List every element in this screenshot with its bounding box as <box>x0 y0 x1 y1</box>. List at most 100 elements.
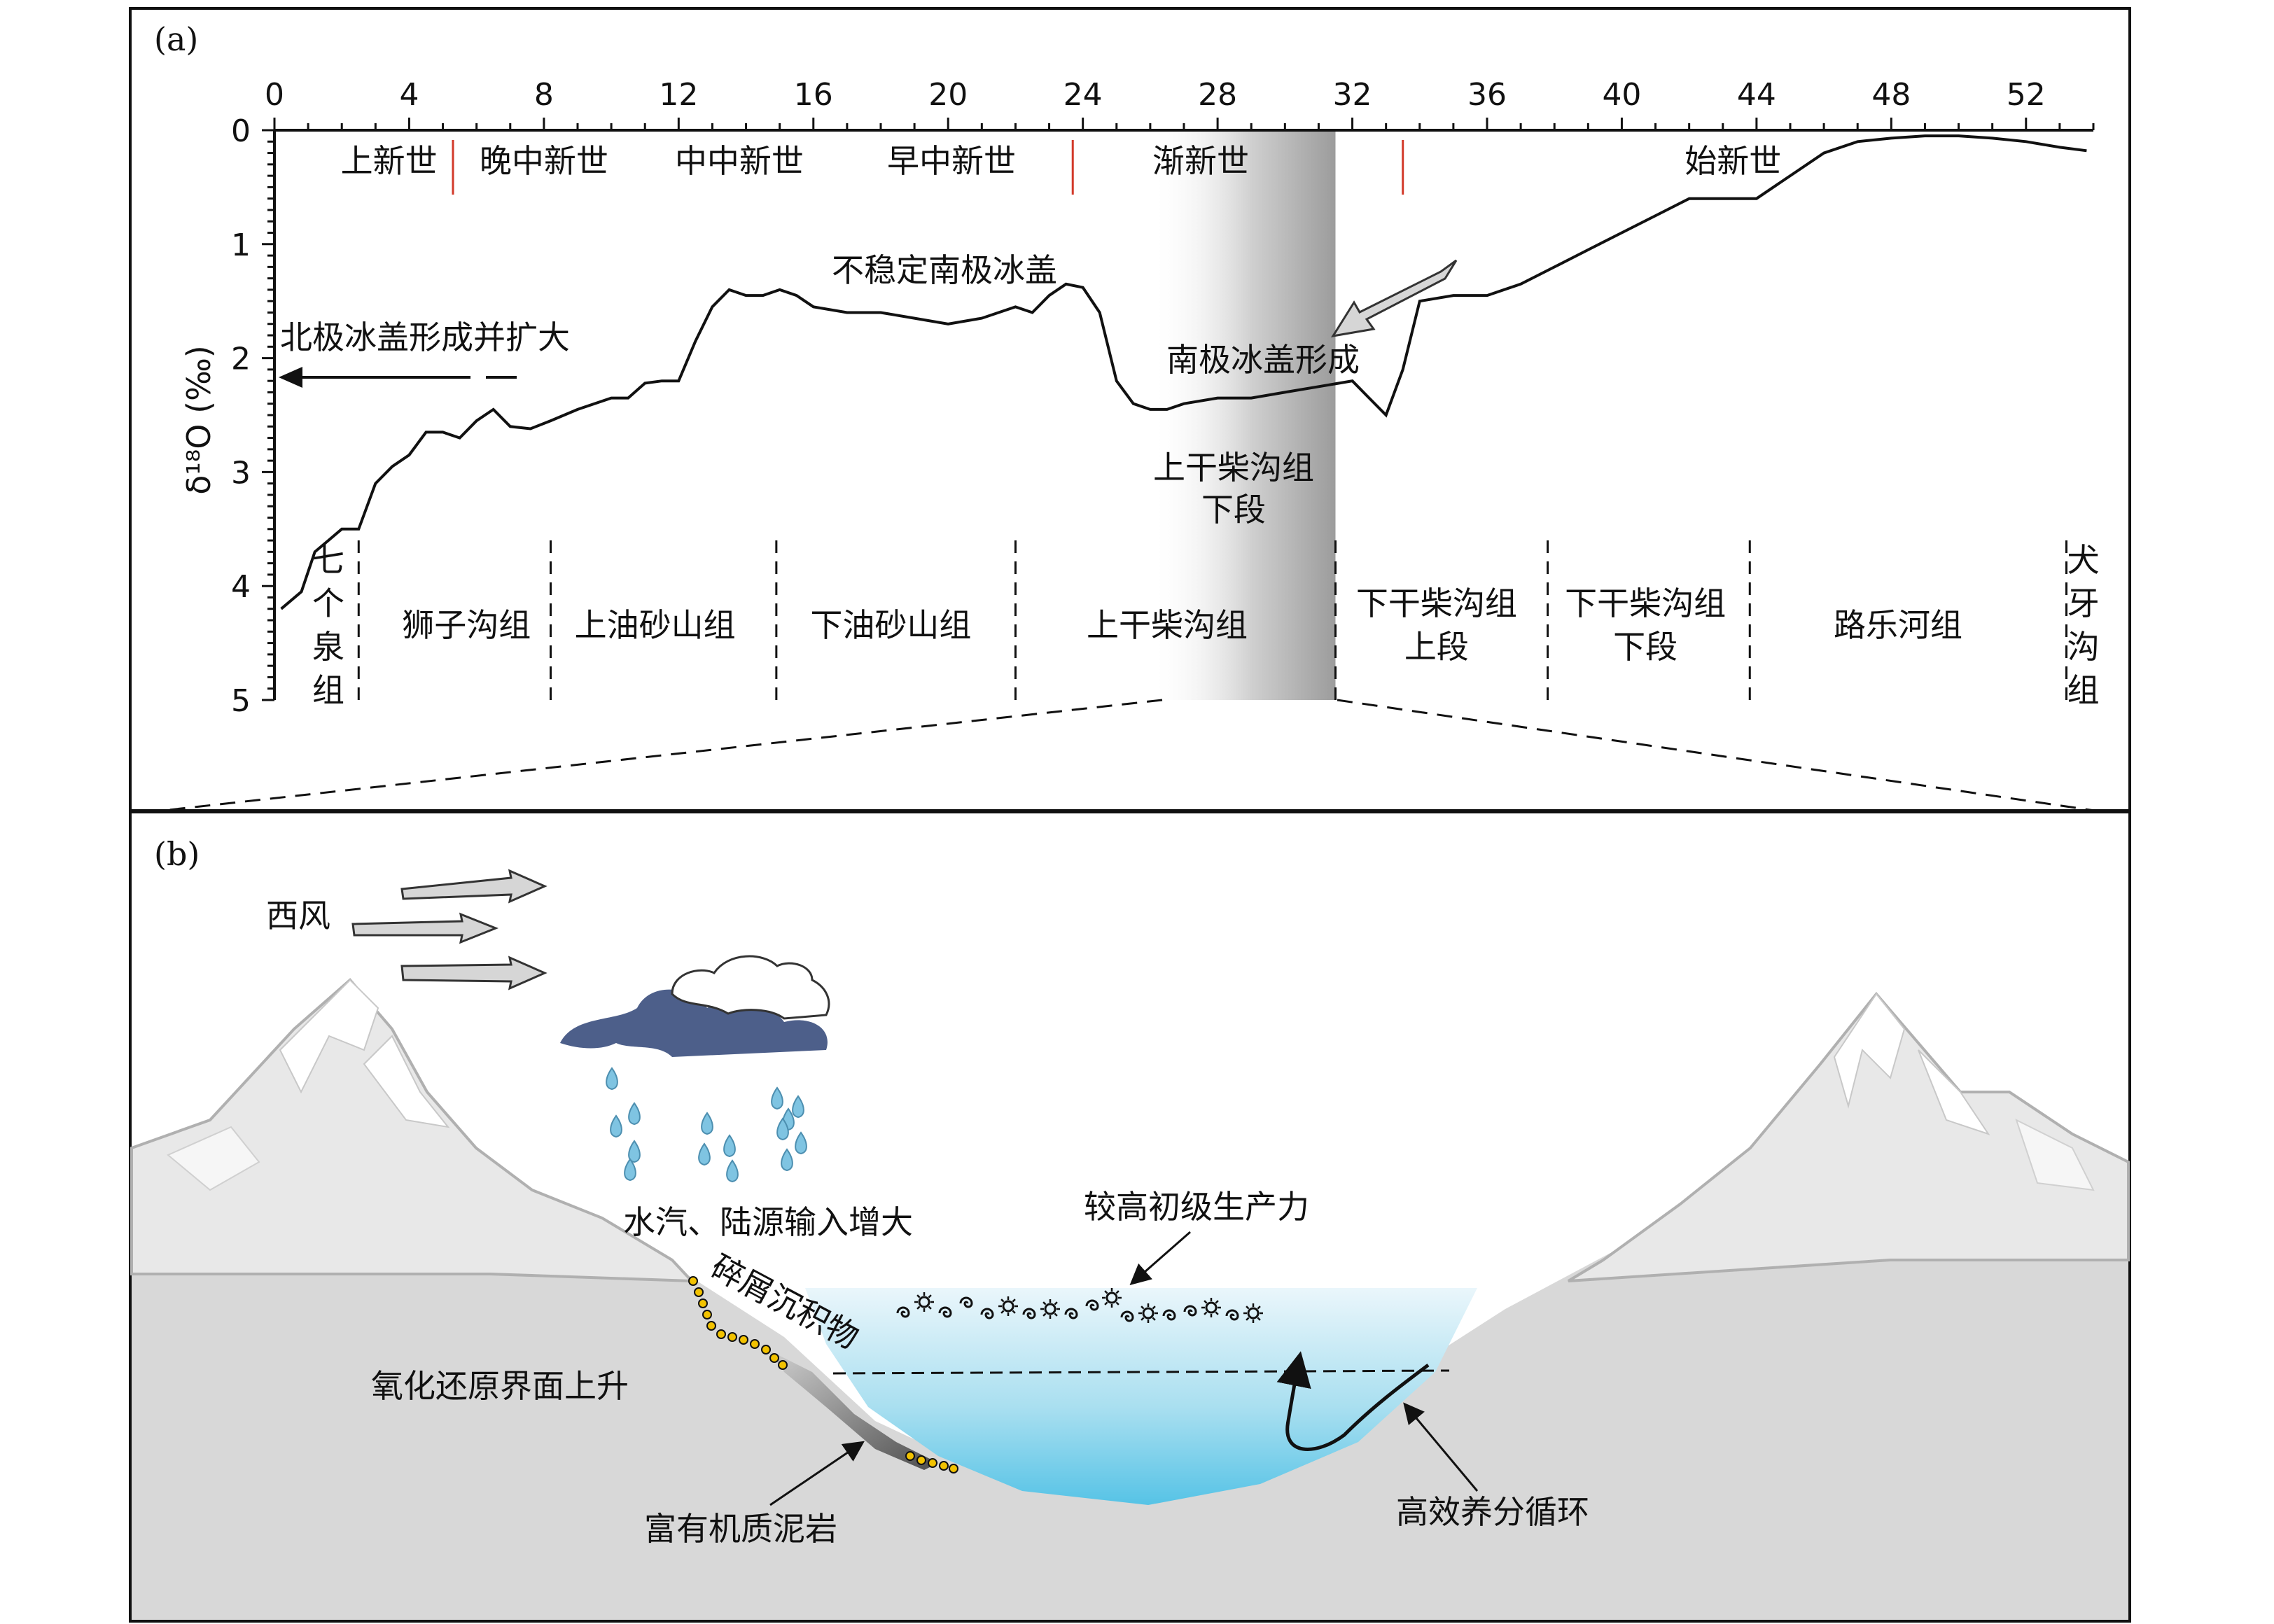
sediment-dot <box>698 1298 708 1308</box>
x-tick-label: 44 <box>1737 77 1776 113</box>
plankton-ray <box>1042 1301 1047 1306</box>
y-tick-label: 5 <box>231 683 251 719</box>
plankton-sun-icon <box>918 1296 930 1308</box>
sediment-dot <box>905 1451 915 1461</box>
plankton-spiral-icon <box>896 1306 910 1318</box>
plankton-ray <box>1054 1301 1058 1306</box>
raindrop-icon <box>792 1095 804 1119</box>
plankton-spiral-icon <box>938 1306 952 1318</box>
raindrop-icon <box>781 1148 793 1172</box>
plankton-sun-icon <box>1002 1300 1014 1312</box>
y-tick-label: 2 <box>231 342 251 377</box>
clastic-dots <box>688 1276 958 1474</box>
raindrop-icon <box>624 1158 636 1182</box>
plankton-ray <box>1152 1317 1156 1321</box>
epoch-boundary-lines <box>452 140 1404 195</box>
formation-label: 下干柴沟组 <box>1565 584 1726 622</box>
productivity-arrow <box>1129 1231 1191 1285</box>
left-mountains <box>130 978 695 1283</box>
plankton-sun-icon <box>1205 1301 1218 1314</box>
ground <box>132 1246 2128 1620</box>
plankton-spiral-icon <box>1183 1305 1197 1317</box>
x-tick-label: 12 <box>659 77 698 113</box>
y-tick-label: 1 <box>231 227 251 263</box>
x-tick-label: 40 <box>1602 77 1641 113</box>
sediment-dot <box>739 1335 748 1345</box>
sediment-dot <box>939 1461 949 1471</box>
formation-label: 下油砂山组 <box>810 606 971 644</box>
nutrient-cycle-arrow <box>1276 1351 1430 1451</box>
epoch-label: 早中新世 <box>887 142 1016 180</box>
plankton-ray <box>928 1294 932 1298</box>
raindrop-icon <box>698 1142 711 1166</box>
formation-label: 牙 <box>2067 584 2100 622</box>
y-tick-label: 4 <box>231 569 251 605</box>
raindrop-icon <box>795 1131 807 1155</box>
sediment-dot <box>727 1332 737 1342</box>
panel-b-label: (b) <box>154 835 200 873</box>
y-tick-label: 3 <box>231 455 251 491</box>
formation-label: 上油砂山组 <box>575 606 736 644</box>
plankton-ray <box>1215 1300 1219 1304</box>
grey-band <box>1150 130 1336 700</box>
arctic-arrow <box>279 367 517 388</box>
plankton-icons <box>896 1288 1263 1323</box>
y-tick-label: 0 <box>231 113 251 149</box>
x-tick-label: 32 <box>1333 77 1372 113</box>
sediment-dot <box>778 1360 788 1370</box>
antarctic-arrow <box>1330 259 1458 338</box>
formation-label: 泉 <box>312 628 344 666</box>
plankton-ray <box>1012 1298 1016 1303</box>
isotope-curve <box>280 134 2087 610</box>
x-tick-label: 0 <box>265 77 284 113</box>
formation-label: 七 <box>312 541 344 579</box>
raindrop-icon <box>610 1114 622 1138</box>
plankton-sun-icon <box>1247 1307 1260 1320</box>
raindrop-icon <box>723 1134 736 1158</box>
plankton-ray <box>1054 1312 1058 1317</box>
plankton-ray <box>1246 1317 1250 1321</box>
sediment-dot <box>706 1321 716 1331</box>
panel-a-frame <box>129 7 2131 812</box>
plankton-ray <box>1141 1306 1145 1310</box>
plankton-ray <box>1141 1317 1145 1321</box>
mudstone-layer <box>770 1351 938 1470</box>
epoch-label: 中中新世 <box>675 142 804 180</box>
sediment-dot <box>928 1458 937 1468</box>
plankton-sun-icon <box>1044 1303 1056 1315</box>
panel-a-label: (a) <box>154 20 198 58</box>
formation-label: 下干柴沟组 <box>1356 584 1517 622</box>
plankton-ray <box>1104 1290 1108 1294</box>
x-tick-label: 36 <box>1467 77 1507 113</box>
plankton-ray <box>916 1306 921 1310</box>
raindrop-icon <box>628 1102 641 1126</box>
formation-boundary-lines <box>357 540 2068 700</box>
plankton-ray <box>928 1306 932 1310</box>
plankton-ray <box>1215 1311 1219 1315</box>
sediment-dot <box>761 1345 771 1354</box>
plankton-ray <box>1152 1306 1156 1310</box>
raindrop-icon <box>776 1117 789 1141</box>
plankton-spiral-icon <box>1120 1310 1134 1322</box>
sediment-dot <box>702 1310 712 1320</box>
sediment-dot <box>716 1329 726 1339</box>
arctic-ice-label: 北极冰盖形成并扩大 <box>280 318 570 356</box>
raindrop-icon <box>726 1159 739 1183</box>
epoch-labels: 上新世晚中新世中中新世早中新世渐新世始新世 <box>341 142 1782 180</box>
raindrop-icon <box>771 1086 783 1110</box>
plankton-ray <box>1115 1301 1119 1306</box>
sediment-dot <box>688 1276 698 1286</box>
x-tick-label: 4 <box>399 77 419 113</box>
westerly-label: 西风 <box>266 897 330 934</box>
sediment-dot <box>694 1287 704 1297</box>
formation-label: 组 <box>2067 671 2100 709</box>
nutrient-label: 高效养分循环 <box>1396 1493 1589 1531</box>
raindrop-icon <box>606 1067 618 1091</box>
formation-label: 狮子沟组 <box>402 606 531 644</box>
plankton-ray <box>1204 1311 1208 1315</box>
zoom-lines <box>162 699 2095 812</box>
formation-label: 上干柴沟组 <box>1087 606 1248 644</box>
epoch-label: 始新世 <box>1684 142 1781 180</box>
